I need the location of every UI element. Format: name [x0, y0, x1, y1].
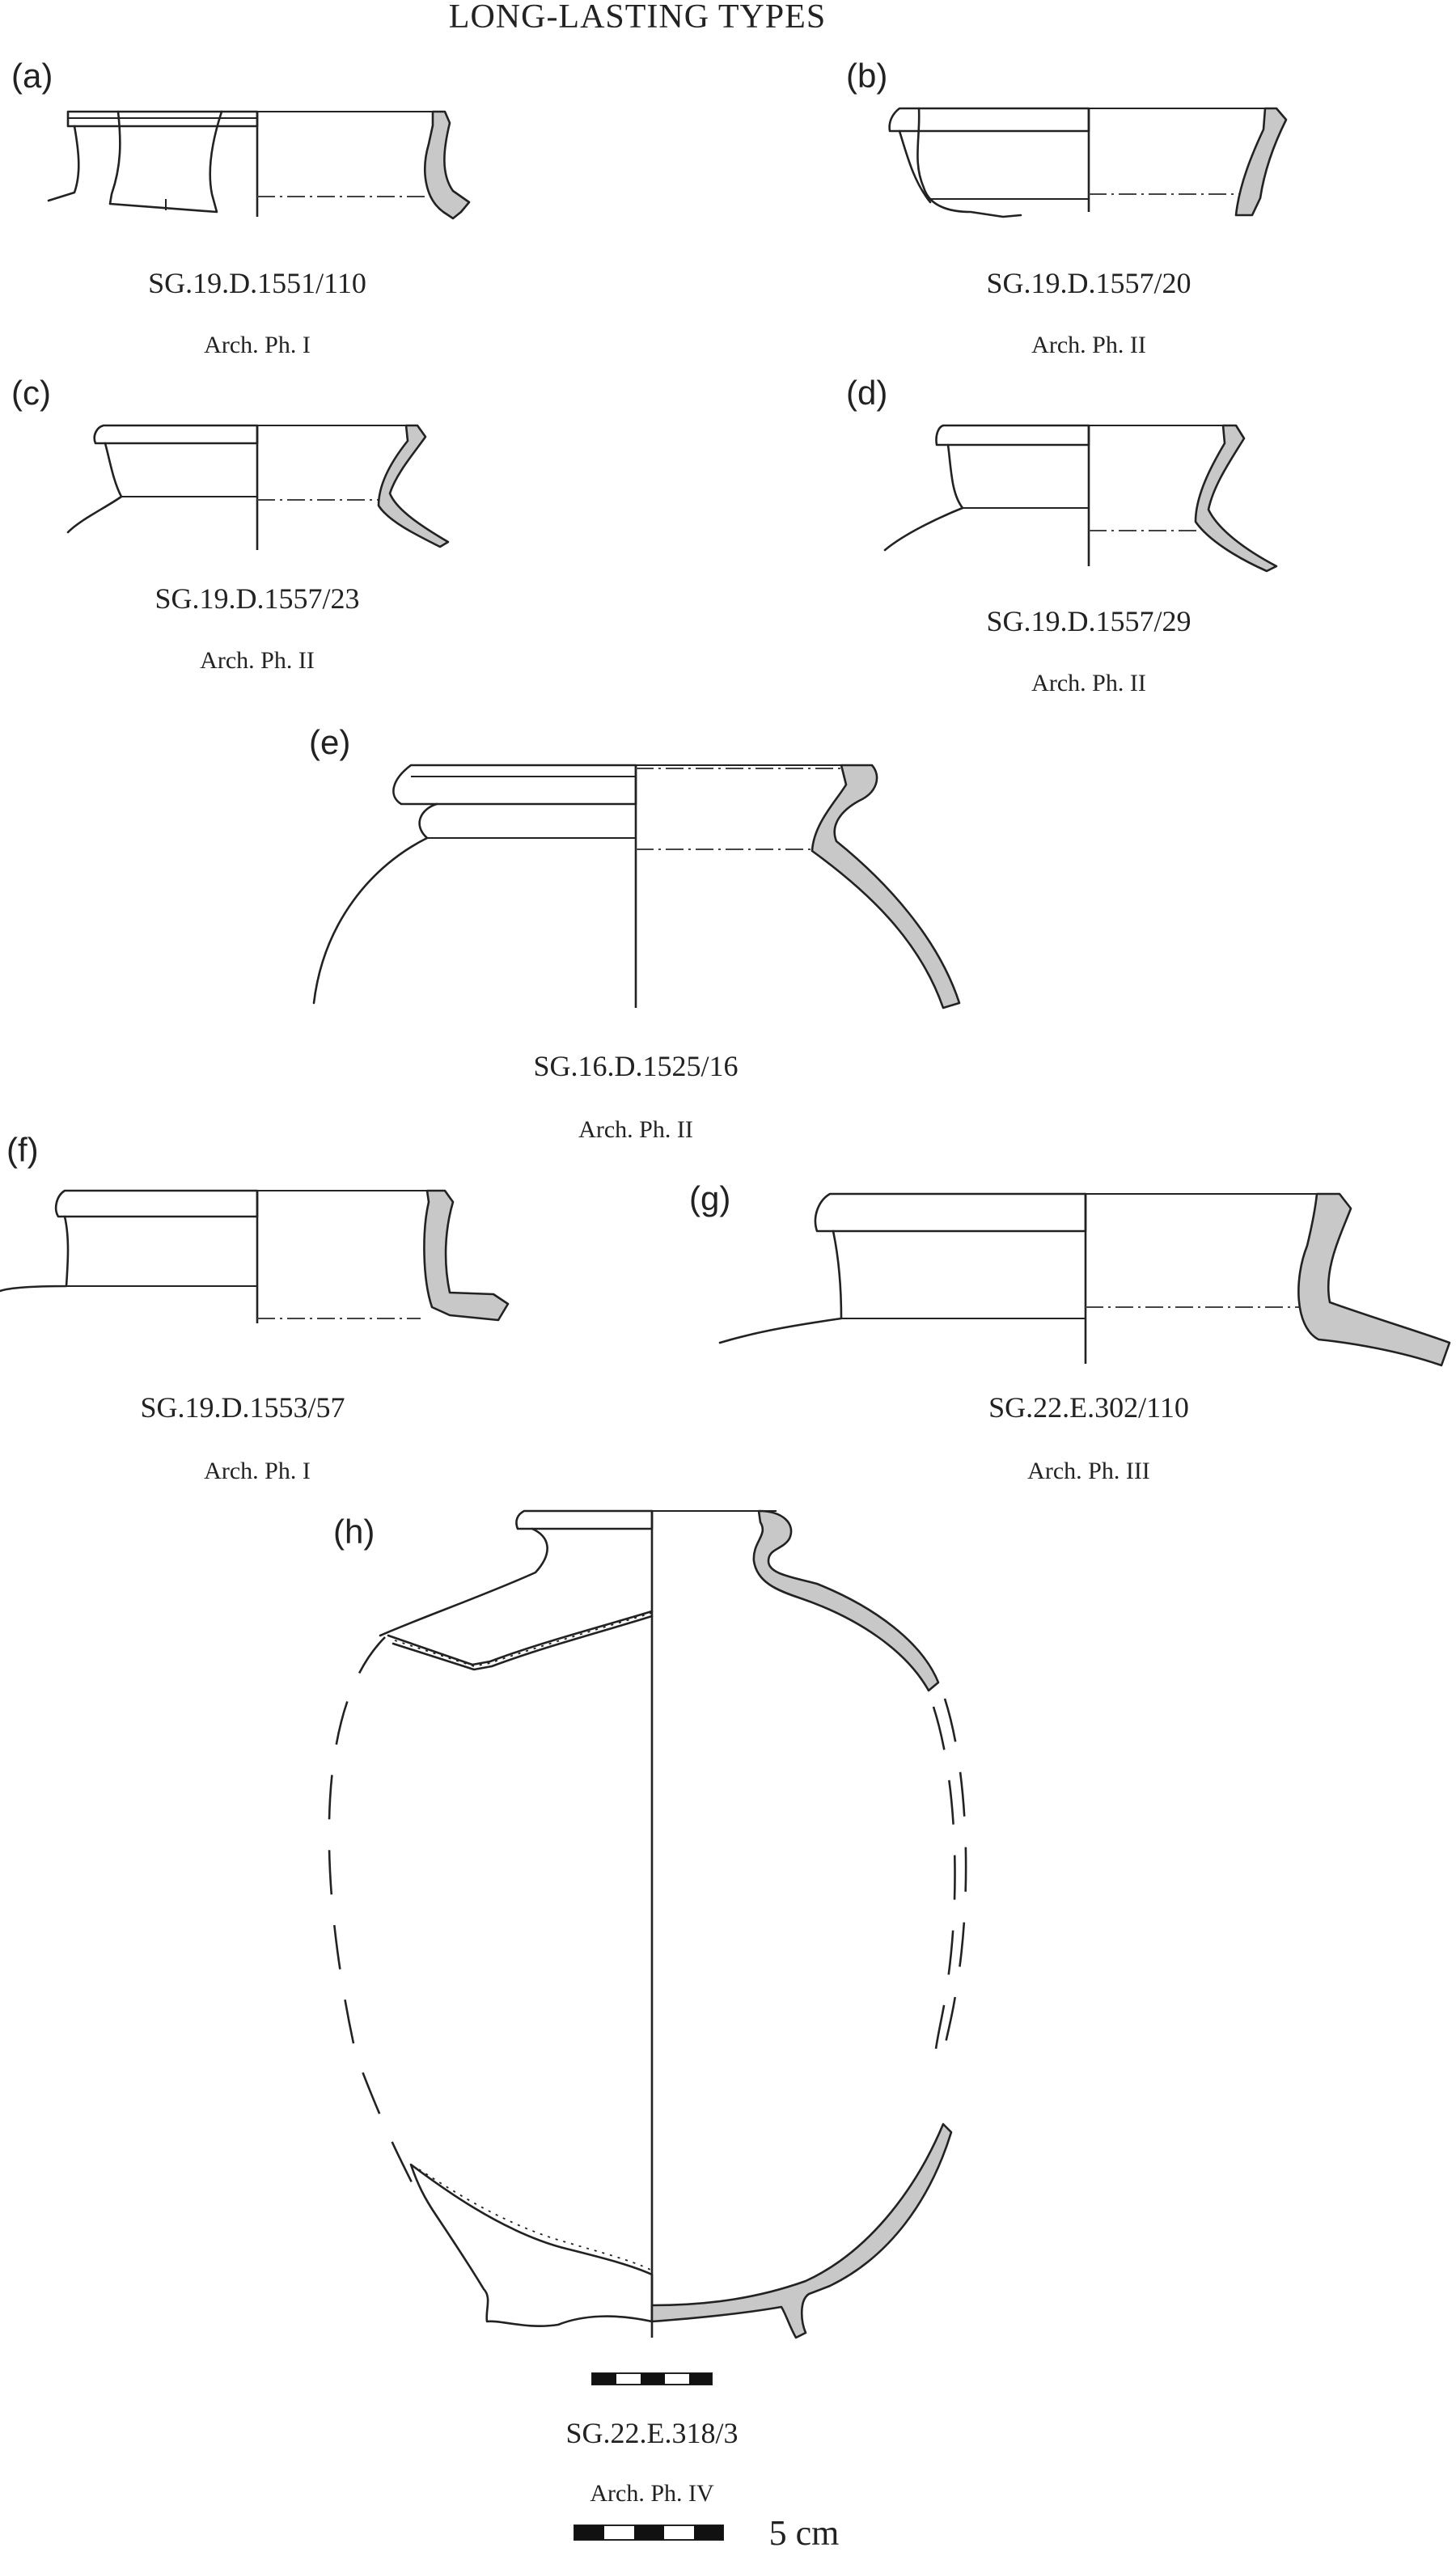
- vessel-h-id: SG.22.E.318/3: [565, 2417, 738, 2449]
- vessel-d: (d) SG.19.D.1557/29 Arch. Ph. II: [846, 374, 1278, 696]
- vessel-b-drawing: [888, 107, 1288, 218]
- vessel-e-id: SG.16.D.1525/16: [533, 1050, 738, 1082]
- vessel-e-drawing: [312, 764, 961, 1009]
- vessel-c-id: SG.19.D.1557/23: [154, 582, 359, 615]
- vessel-f-id: SG.19.D.1553/57: [140, 1391, 345, 1424]
- vessel-a-phase: Arch. Ph. I: [204, 332, 311, 358]
- panel-label-e: (e): [309, 723, 350, 761]
- panel-label-h: (h): [333, 1513, 375, 1551]
- scale-bar-small: [591, 2372, 713, 2385]
- vessel-d-drawing: [883, 424, 1278, 573]
- vessel-c-phase: Arch. Ph. II: [200, 647, 315, 674]
- vessel-a-drawing: [47, 110, 471, 220]
- panel-label-d: (d): [846, 374, 887, 412]
- vessel-d-id: SG.19.D.1557/29: [986, 605, 1191, 637]
- vessel-g-id: SG.22.E.302/110: [988, 1391, 1189, 1424]
- vessel-f-phase: Arch. Ph. I: [204, 1458, 311, 1484]
- vessel-e-phase: Arch. Ph. II: [578, 1116, 693, 1143]
- vessel-c: (c) SG.19.D.1557/23 Arch. Ph. II: [11, 374, 450, 674]
- vessel-g: (g) SG.22.E.302/110 Arch. Ph. III: [689, 1179, 1451, 1484]
- vessel-b: (b) SG.19.D.1557/20 Arch. Ph. II: [846, 57, 1288, 358]
- vessel-h-phase: Arch. Ph. IV: [590, 2480, 714, 2507]
- vessel-g-phase: Arch. Ph. III: [1027, 1458, 1150, 1484]
- vessel-b-id: SG.19.D.1557/20: [986, 267, 1191, 299]
- scale-label: 5 cm: [769, 2513, 840, 2552]
- plate-title: LONG-LASTING TYPES: [449, 0, 826, 36]
- vessel-a: (a) SG.19.D.1551/110 Arch. Ph. I: [11, 57, 471, 358]
- vessel-f: (f) SG.19.D.1553/57 Arch. Ph. I: [0, 1131, 510, 1484]
- vessel-g-drawing: [718, 1192, 1451, 1367]
- vessel-h: (h): [328, 1509, 967, 2507]
- panel-label-b: (b): [846, 57, 887, 95]
- panel-label-c: (c): [11, 374, 51, 412]
- vessel-b-phase: Arch. Ph. II: [1031, 332, 1146, 358]
- panel-label-a: (a): [11, 57, 53, 95]
- vessel-a-id: SG.19.D.1551/110: [148, 267, 366, 299]
- vessel-d-phase: Arch. Ph. II: [1031, 670, 1146, 696]
- vessel-e: (e) SG.16.D.1525/16 Arch. Ph. II: [309, 723, 961, 1143]
- vessel-f-drawing: [0, 1189, 510, 1323]
- vessel-h-drawing: [328, 1509, 967, 2339]
- panel-label-f: (f): [6, 1131, 39, 1169]
- scale-bar: 5 cm: [574, 2513, 839, 2552]
- panel-label-g: (g): [689, 1179, 730, 1217]
- vessel-c-drawing: [66, 424, 450, 550]
